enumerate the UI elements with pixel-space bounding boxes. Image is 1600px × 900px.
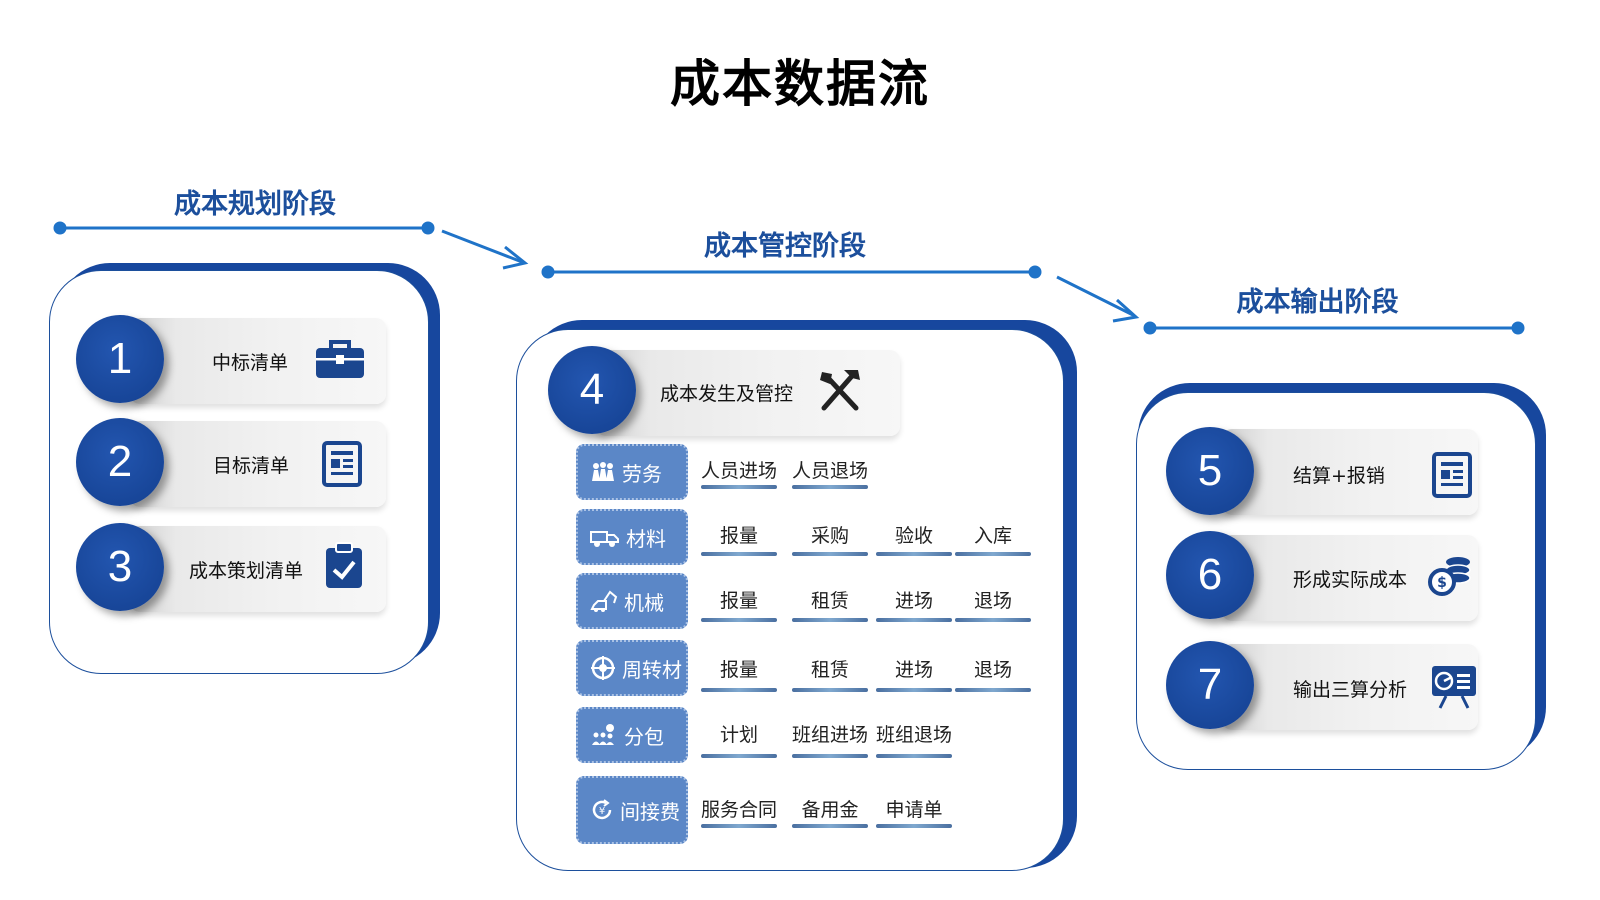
category-labor: 劳务 [576, 444, 688, 500]
category-label-turnover-material: 周转材 [622, 657, 682, 682]
svg-text:¥: ¥ [599, 806, 605, 817]
chip-underline [792, 552, 868, 556]
chip-underline [955, 618, 1031, 622]
chip-turnover-4: 退场 [973, 659, 1012, 681]
step-number-7: 7 [1166, 641, 1254, 729]
category-material: 材料 [576, 509, 688, 565]
chip-underline [701, 485, 777, 489]
card-label-three-budget-analysis: 输出三算分析 [1293, 679, 1408, 701]
tools-icon [820, 370, 860, 411]
chip-turnover-2: 租赁 [810, 659, 849, 681]
chip-machinery-4: 退场 [973, 590, 1012, 612]
step-number-4: 4 [548, 346, 636, 434]
chip-underline [955, 688, 1031, 692]
step-number-6: 6 [1166, 531, 1254, 619]
document-icon [1432, 452, 1472, 498]
chip-machinery-1: 报量 [719, 590, 758, 612]
category-label-labor: 劳务 [622, 461, 662, 486]
phase-title-control: 成本管控阶段 [704, 231, 866, 262]
category-machinery: 机械 [576, 573, 688, 629]
card-label-actual-cost: 形成实际成本 [1293, 569, 1408, 591]
team-icon [592, 724, 614, 745]
workers-icon [592, 462, 614, 481]
chip-underline [876, 688, 952, 692]
timeline-line-control [541, 265, 1042, 279]
clipboard-check-icon [326, 542, 362, 588]
chip-material-2: 采购 [810, 525, 849, 547]
chip-turnover-1: 报量 [719, 659, 758, 681]
chip-indirect-1: 服务合同 [701, 799, 778, 821]
category-label-machinery: 机械 [624, 590, 664, 615]
coins-icon: $ [1428, 557, 1471, 596]
chip-underline [792, 824, 868, 828]
chip-underline [701, 552, 777, 556]
arrow-control-to-output [1056, 275, 1140, 323]
phase-title-planning: 成本规划阶段 [174, 189, 336, 220]
cycle-icon [591, 656, 615, 680]
page-title: 成本数据流 [670, 55, 930, 113]
step-number-2: 2 [76, 418, 164, 506]
timeline-line-output [1143, 321, 1525, 335]
category-label-subcontract: 分包 [624, 724, 664, 749]
card-label-bid-list: 中标清单 [212, 352, 289, 374]
chip-subcontract-1: 计划 [719, 724, 758, 746]
chip-turnover-3: 进场 [894, 659, 933, 681]
category-label-indirect-cost: 间接费 [620, 799, 680, 824]
card-target-list [130, 421, 386, 507]
chip-underline [792, 754, 868, 758]
yen-cycle-icon: ¥ [592, 799, 612, 820]
step-number-1: 1 [76, 315, 164, 403]
chip-underline [792, 485, 868, 489]
chip-material-4: 入库 [973, 525, 1012, 547]
chip-underline [792, 618, 868, 622]
card-label-cost-plan-list: 成本策划清单 [189, 560, 304, 582]
chip-underline [876, 618, 952, 622]
category-turnover-material: 周转材 [576, 640, 688, 696]
chip-machinery-3: 进场 [894, 590, 933, 612]
step-number-5: 5 [1166, 427, 1254, 515]
card-label-cost-control: 成本发生及管控 [660, 383, 794, 405]
toolbox-icon [316, 340, 364, 378]
chip-underline [701, 618, 777, 622]
chip-material-3: 验收 [894, 525, 933, 547]
step-number-3: 3 [76, 523, 164, 611]
category-indirect-cost: ¥ 间接费 [576, 776, 688, 844]
card-cost-control [596, 350, 900, 436]
category-subcontract: 分包 [576, 707, 688, 763]
card-label-settlement: 结算+报销 [1293, 465, 1385, 487]
svg-text:$: $ [1437, 575, 1447, 591]
chip-labor-2: 人员退场 [792, 460, 869, 482]
chip-underline [876, 552, 952, 556]
card-label-target-list: 目标清单 [213, 455, 290, 477]
chip-machinery-2: 租赁 [810, 590, 849, 612]
category-label-material: 材料 [626, 526, 666, 551]
chip-labor-1: 人员进场 [701, 460, 778, 482]
chip-underline [955, 552, 1031, 556]
chip-underline [701, 688, 777, 692]
chip-underline [876, 754, 952, 758]
chip-underline [792, 688, 868, 692]
chip-material-1: 报量 [719, 525, 758, 547]
presentation-chart-icon [1432, 666, 1476, 709]
document-icon [322, 441, 362, 487]
chip-indirect-3: 申请单 [885, 799, 943, 821]
phase-title-output: 成本输出阶段 [1236, 287, 1399, 318]
truck-icon [590, 531, 619, 547]
excavator-icon [590, 590, 618, 612]
chip-indirect-2: 备用金 [801, 799, 859, 821]
chip-underline [701, 824, 777, 828]
chip-underline [701, 754, 777, 758]
chip-subcontract-3: 班组退场 [876, 724, 953, 746]
chip-subcontract-2: 班组进场 [792, 724, 869, 746]
arrow-planning-to-control [441, 229, 529, 270]
timeline-line-planning [53, 221, 435, 235]
chip-underline [876, 824, 952, 828]
